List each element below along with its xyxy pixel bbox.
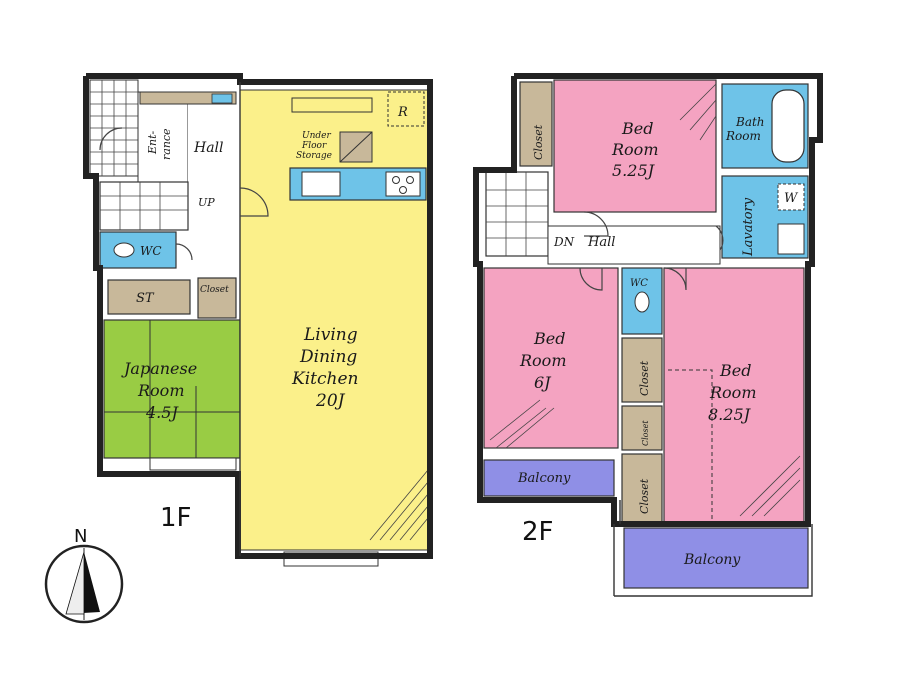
bed2-label-3: 6J (534, 373, 552, 392)
bed3-label-1: Bed (719, 361, 751, 380)
closet-2f-b-label: Closet (641, 420, 650, 446)
stairs-2f (485, 171, 549, 257)
balcony-right-label: Balcony (683, 552, 741, 568)
washer-label: W (784, 191, 799, 206)
lavatory (721, 175, 809, 259)
refrigerator-label: R (397, 105, 408, 120)
japanese-label-2: Room (137, 381, 184, 400)
lavatory-label: Lavatory (741, 197, 756, 257)
bed2-label-2: Room (519, 351, 566, 370)
bed1-label-2: Room (611, 140, 658, 159)
hall-1f-label: Hall (193, 140, 224, 156)
entrance-label-1: Ent- (146, 130, 159, 155)
ldk-label-2: Dining (299, 347, 357, 367)
closet-1f (197, 277, 237, 319)
japanese-room (103, 319, 241, 459)
storage-st (107, 279, 191, 315)
north-arrow-icon (44, 544, 124, 624)
bed2-label-1: Bed (533, 329, 565, 348)
ldk-label-1: Living (303, 325, 358, 345)
hall-2f-label: Hall (587, 235, 615, 250)
bath-label-1: Bath (735, 115, 765, 129)
bed1-label-1: Bed (621, 119, 653, 138)
st-label: ST (136, 291, 155, 306)
closet-2f-c (621, 453, 663, 523)
floor-1-label: 1F (160, 503, 192, 533)
closet-1f-label: Closet (200, 285, 229, 295)
wc-1f-label: WC (140, 244, 162, 258)
wc-1f (99, 231, 177, 269)
closet-2f-a (621, 337, 663, 403)
storage-label-2: Floor (301, 141, 327, 151)
wc-2f (621, 267, 663, 335)
closet-2f-a-label: Closet (638, 360, 651, 396)
entrance-tiles (89, 79, 139, 177)
bedroom-6j (483, 267, 619, 449)
bed1-label-3: 5.25J (612, 161, 656, 180)
storage-label-3: Storage (296, 151, 332, 161)
bedroom-5-25j (553, 79, 717, 213)
closet-2f-b (621, 405, 663, 451)
storage-label-1: Under (302, 131, 331, 141)
dn-label: DN (553, 235, 575, 249)
japanese-label-1: Japanese (121, 359, 197, 378)
ldk (239, 89, 431, 551)
hall-2f (547, 225, 721, 265)
bath-label-2: Room (725, 129, 761, 143)
floor-2 (473, 73, 823, 597)
ldk-label-3: Kitchen (291, 369, 358, 389)
hall-1f (188, 92, 240, 258)
bed3-label-2: Room (709, 383, 756, 402)
stairs-1f (99, 181, 189, 231)
entrance-area (137, 91, 189, 183)
closet-2f-c-label: Closet (638, 478, 651, 514)
balcony-left-label: Balcony (517, 471, 571, 486)
closet-2f-top-label: Closet (532, 124, 545, 160)
bed3-label-3: 8.25J (708, 405, 752, 424)
compass-north-label: N (74, 526, 87, 547)
balcony-right (623, 527, 809, 589)
floor-2-label: 2F (522, 517, 554, 547)
wc-2f-label: WC (630, 278, 648, 289)
ldk-label-4: 20J (315, 391, 346, 411)
bedroom-8-25j (663, 267, 805, 523)
bathroom (721, 83, 809, 169)
up-label: UP (198, 196, 215, 209)
balcony-left (483, 459, 615, 497)
entrance-label-2: rance (160, 128, 173, 160)
closet-2f-top (519, 81, 553, 167)
japanese-label-3: 4.5J (145, 403, 179, 422)
floor-1 (83, 73, 433, 567)
